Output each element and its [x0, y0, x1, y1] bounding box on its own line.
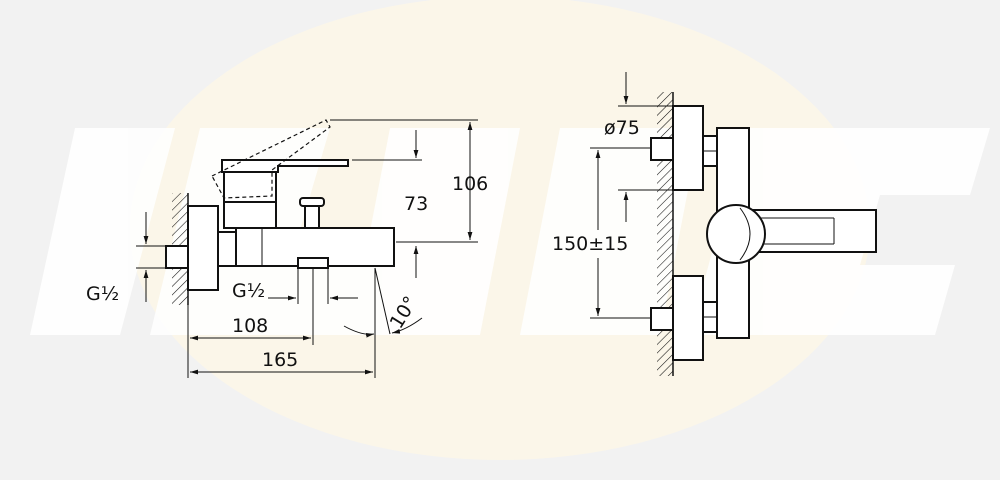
side-view: 106 73 G½ G½ 108 165 10°	[86, 119, 488, 378]
front-wall-hatch	[657, 92, 673, 376]
front-view: ø75 150±15	[552, 72, 877, 376]
dim-angle-arc-right	[391, 317, 423, 334]
front-handle-disc	[706, 204, 766, 264]
front-inlet-top	[650, 137, 674, 161]
side-cartridge	[223, 201, 277, 229]
side-wall-inlet	[165, 245, 189, 269]
front-inlet-bottom	[650, 307, 674, 331]
front-escutcheon-bottom	[672, 275, 704, 361]
dim-angle-arc-left	[343, 325, 375, 338]
dim-spacing-label: 150±15	[552, 233, 628, 255]
front-handle-detail	[739, 207, 751, 261]
dim-73-label: 73	[404, 193, 428, 215]
front-escutcheon-top	[672, 105, 704, 191]
side-diverter-knob	[299, 197, 325, 207]
dim-108-label: 108	[232, 315, 268, 337]
side-connector	[217, 231, 237, 267]
dim-106-label: 106	[452, 173, 488, 195]
side-lever	[221, 159, 349, 173]
side-spout-outlet	[297, 257, 329, 269]
dim-dia-label: ø75	[604, 117, 640, 139]
dim-angle-line	[374, 267, 391, 335]
dim-165-label: 165	[262, 349, 298, 371]
side-lever-raised-ghost	[211, 119, 331, 199]
dim-g-spout-label: G½	[232, 280, 265, 302]
dim-g-left-label: G½	[86, 283, 119, 305]
side-diverter-stem	[304, 205, 320, 229]
side-escutcheon	[187, 205, 219, 291]
